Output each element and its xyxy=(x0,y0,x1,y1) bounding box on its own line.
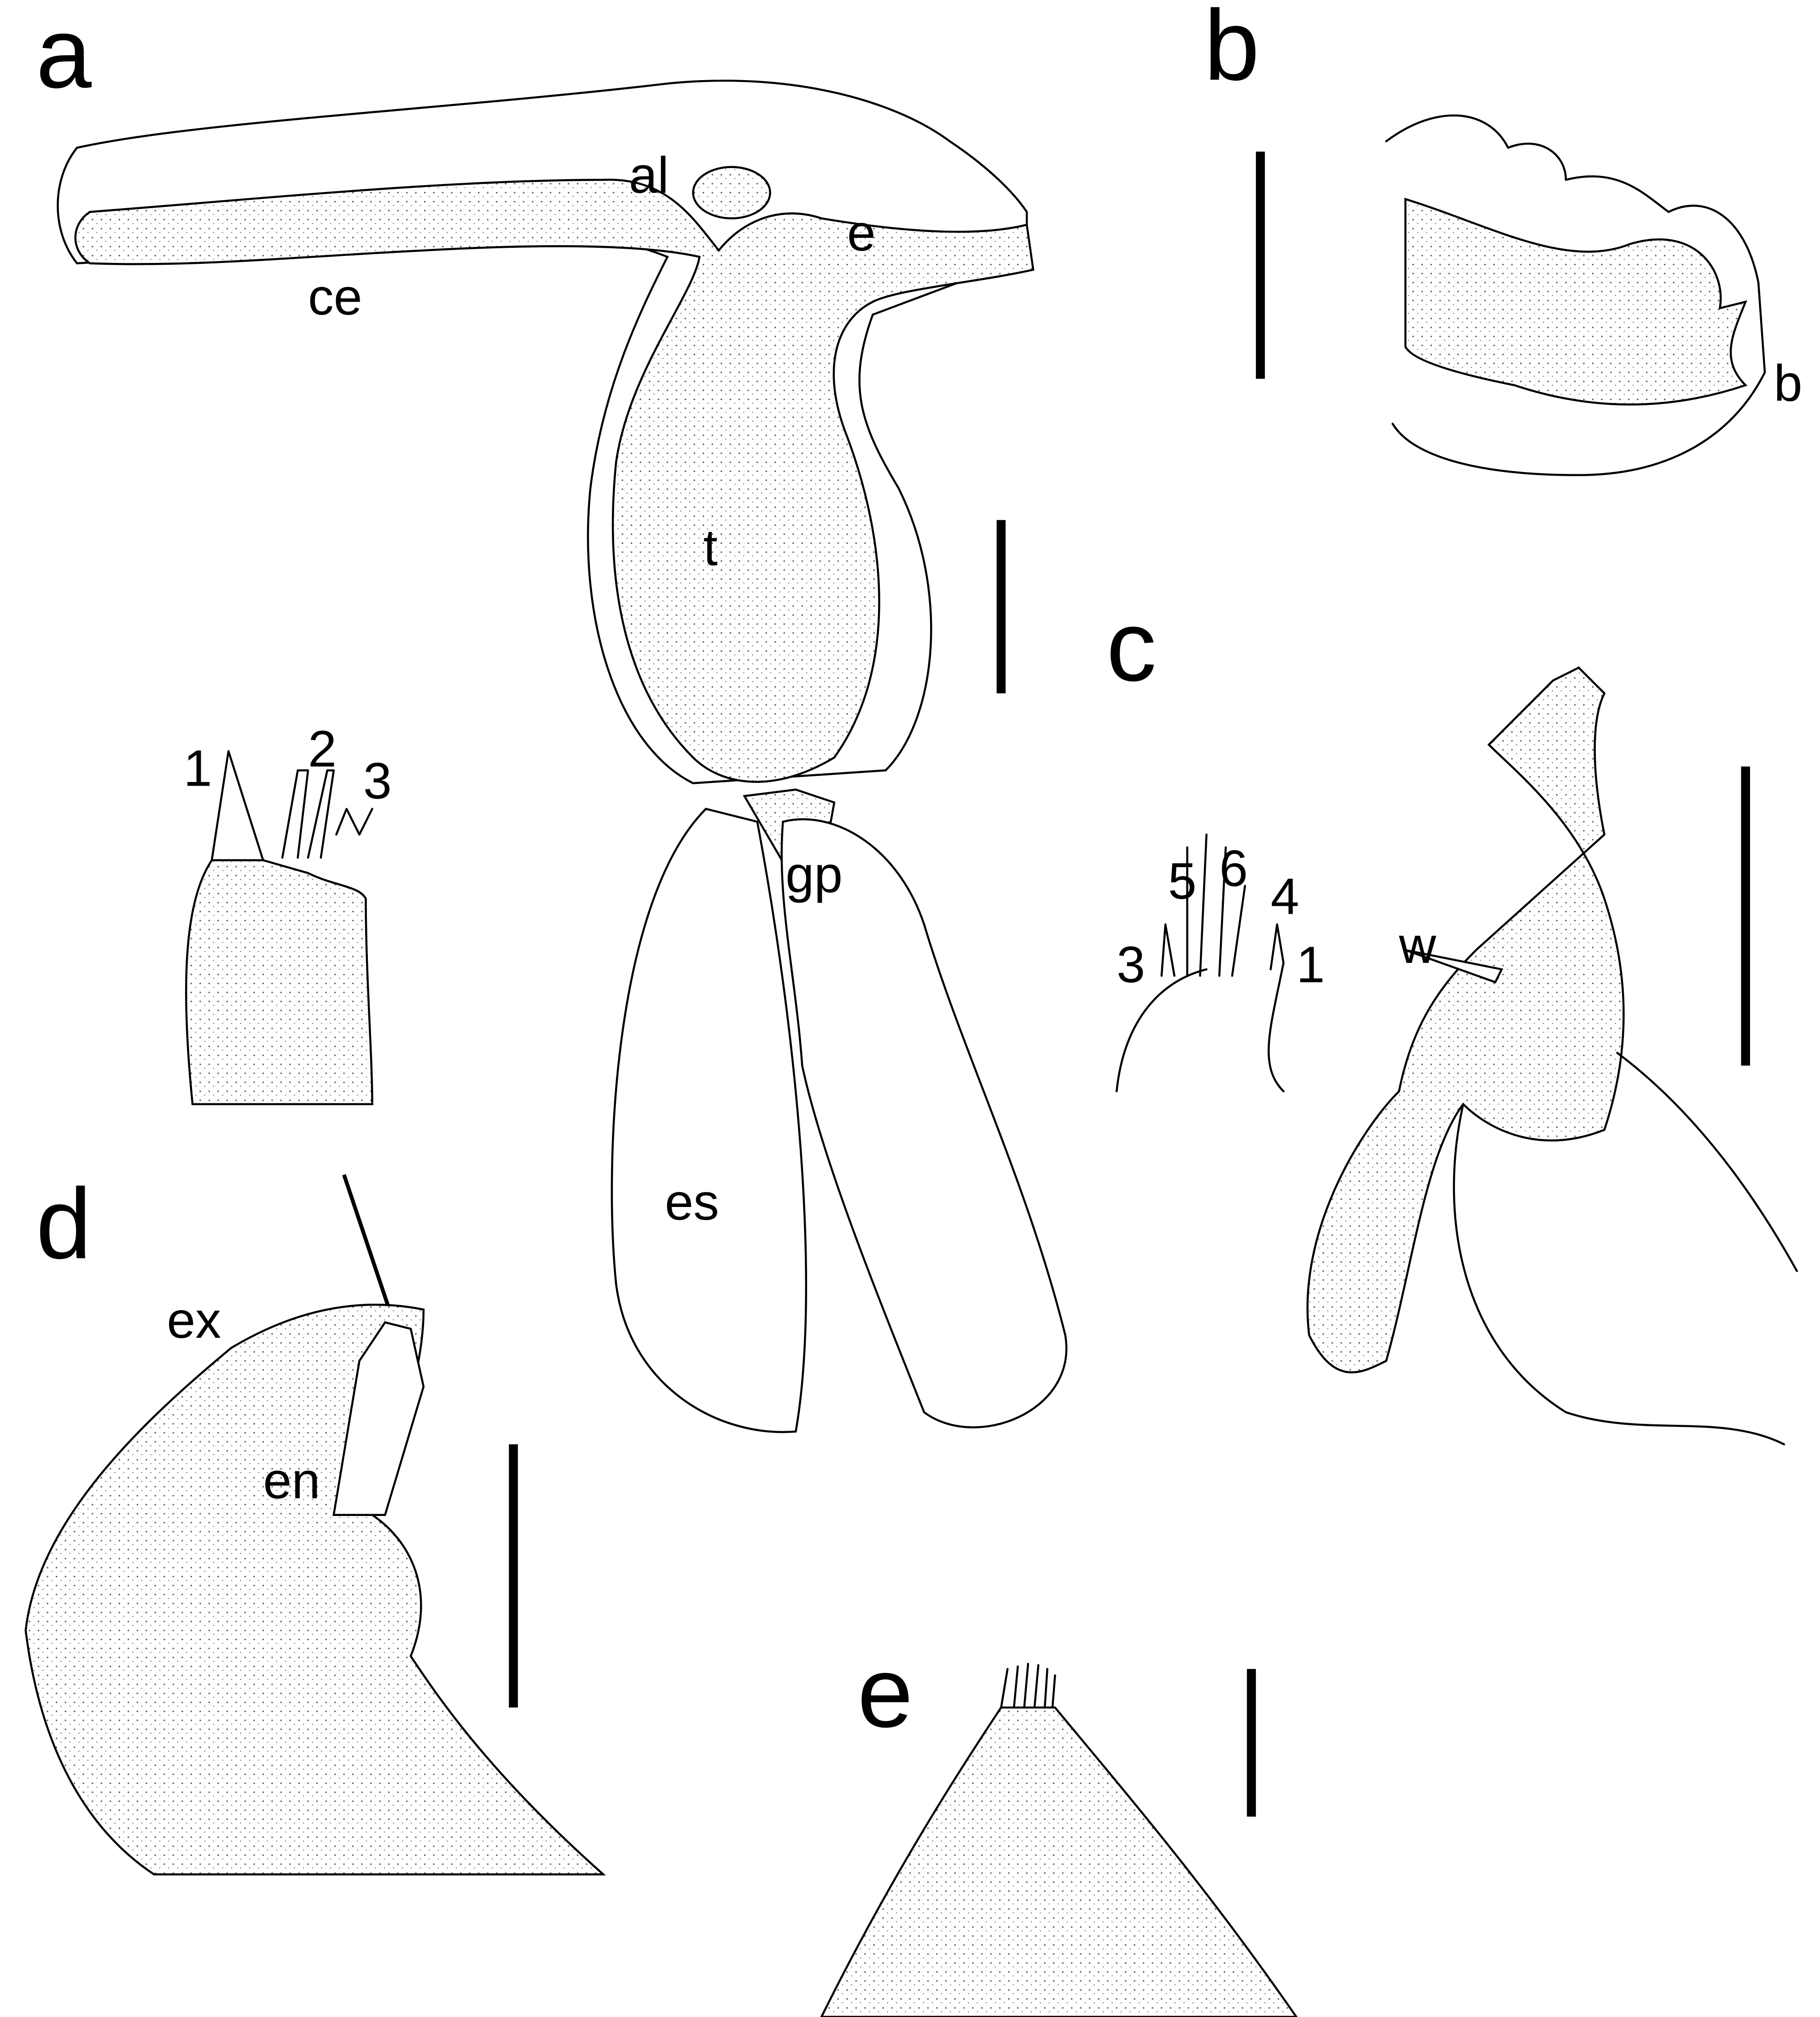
label-d-1: 1 xyxy=(184,739,212,797)
panel-label-c: c xyxy=(1106,590,1157,702)
panel-a: a al e ce t gp es xyxy=(36,0,1068,1433)
label-c-3: 3 xyxy=(1116,936,1145,993)
egg-sac-left xyxy=(611,808,808,1433)
w-seta xyxy=(1405,949,1503,984)
label-d-2: 2 xyxy=(308,720,337,778)
label-en: en xyxy=(263,1452,320,1510)
label-ce: ce xyxy=(308,268,362,326)
spines-d xyxy=(210,750,373,862)
panel-c: c 5 6 4 3 1 w xyxy=(1106,590,1798,1446)
panel-d: d 1 2 3 ex en xyxy=(24,720,606,1876)
appendage-c xyxy=(1306,666,1625,1374)
panel-label-b: b xyxy=(1204,0,1260,101)
tip-setae xyxy=(1000,1662,1056,1709)
label-gp: gp xyxy=(785,846,843,904)
anterior-lobe xyxy=(692,166,771,220)
panel-label-d: d xyxy=(36,1168,92,1280)
label-w: w xyxy=(1399,916,1436,974)
label-d-3: 3 xyxy=(363,752,392,810)
connector-line xyxy=(342,1174,394,1317)
spine-tip-c xyxy=(1116,834,1285,1093)
egg-sac-right xyxy=(780,818,1068,1428)
label-b: b xyxy=(1774,354,1803,412)
label-es: es xyxy=(665,1173,719,1231)
conical-tip-e xyxy=(820,1706,1298,2017)
label-ex: ex xyxy=(167,1291,221,1349)
detail-tip-d xyxy=(185,859,373,1105)
label-c-1: 1 xyxy=(1297,936,1325,993)
label-t: t xyxy=(704,519,718,576)
antenna-segment xyxy=(1404,198,1748,406)
label-c-4: 4 xyxy=(1271,868,1299,925)
cephalothorax-inner xyxy=(74,179,1035,783)
panel-label-a: a xyxy=(36,0,92,109)
appendage-c-outline xyxy=(1453,1051,1798,1446)
label-c-5: 5 xyxy=(1168,852,1197,910)
panel-b: b b xyxy=(1204,0,1803,476)
endopod-d xyxy=(332,1321,425,1516)
panel-label-e: e xyxy=(857,1637,913,1749)
label-e: e xyxy=(847,204,876,262)
label-al: al xyxy=(629,146,669,204)
panel-e: e xyxy=(820,1637,1298,2017)
label-c-6: 6 xyxy=(1219,839,1248,897)
antenna-outline xyxy=(1385,114,1766,476)
